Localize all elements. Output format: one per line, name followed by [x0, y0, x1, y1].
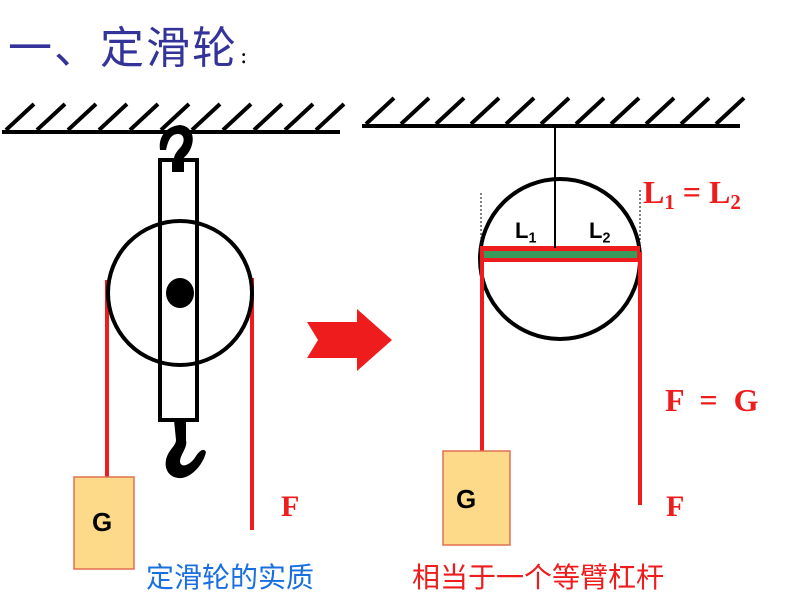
hatch-mark	[35, 102, 67, 132]
hatch-mark	[283, 102, 315, 132]
hatch-mark	[159, 102, 191, 132]
hatch-mark	[434, 96, 466, 126]
right-weight-block	[442, 450, 511, 546]
hatch-mark	[714, 96, 746, 126]
left-weight-block	[73, 476, 135, 570]
hatch-mark	[399, 96, 431, 126]
arm-l1-subscript: 1	[528, 230, 537, 247]
hatch-mark	[679, 96, 711, 126]
right-pulley	[442, 128, 642, 546]
right-ceiling	[362, 96, 746, 128]
right-ceiling-hatching	[364, 96, 746, 126]
hatch-mark	[609, 96, 641, 126]
arm-l2-label: L2	[589, 218, 610, 246]
left-ceiling	[2, 102, 346, 134]
hatch-mark	[97, 102, 129, 132]
arm-equation-rhs-sub: 2	[730, 191, 741, 215]
force-equation: F = G	[665, 382, 759, 418]
lever-bar	[483, 251, 637, 258]
right-weight-label: G	[456, 484, 477, 514]
left-caption: 定滑轮的实质	[146, 561, 315, 594]
left-pulley	[73, 125, 254, 570]
top-hook-shank	[172, 158, 184, 172]
section-title-text: 一、定滑轮	[8, 23, 238, 74]
hatch-mark	[644, 96, 676, 126]
left-force-label: F	[281, 490, 300, 523]
left-ceiling-hatching	[4, 102, 346, 132]
arrow-right-icon	[307, 309, 392, 371]
hatch-mark	[66, 102, 98, 132]
right-force-label: F	[666, 490, 685, 523]
hatch-mark	[574, 96, 606, 126]
left-weight-label: G	[92, 507, 113, 537]
arm-l1-label: L1	[515, 218, 536, 246]
section-title: 一、定滑轮:	[8, 12, 249, 76]
arm-l2-letter: L	[589, 218, 603, 243]
right-caption: 相当于一个等臂杠杆	[412, 561, 665, 594]
arm-equation-op: =	[674, 174, 709, 210]
hatch-mark	[252, 102, 284, 132]
arm-equation: L1 = L2	[643, 174, 741, 215]
hatch-mark	[469, 96, 501, 126]
top-hook-icon	[159, 125, 193, 170]
bottom-hook-icon	[165, 420, 206, 479]
hatch-mark	[364, 96, 396, 126]
arm-l1-letter: L	[515, 218, 529, 243]
hatch-mark	[539, 96, 571, 126]
hatch-mark	[190, 102, 222, 132]
hatch-mark	[4, 102, 36, 132]
hatch-mark	[504, 96, 536, 126]
arm-equation-lhs-sub: 1	[664, 191, 675, 215]
hatch-mark	[128, 102, 160, 132]
section-title-colon: :	[240, 44, 250, 69]
hatch-mark	[314, 102, 346, 132]
arm-equation-rhs: L	[708, 174, 731, 210]
arm-equation-lhs: L	[643, 174, 665, 210]
hatch-mark	[221, 102, 253, 132]
arm-l2-subscript: 2	[602, 230, 611, 247]
left-pulley-axle	[166, 278, 194, 308]
